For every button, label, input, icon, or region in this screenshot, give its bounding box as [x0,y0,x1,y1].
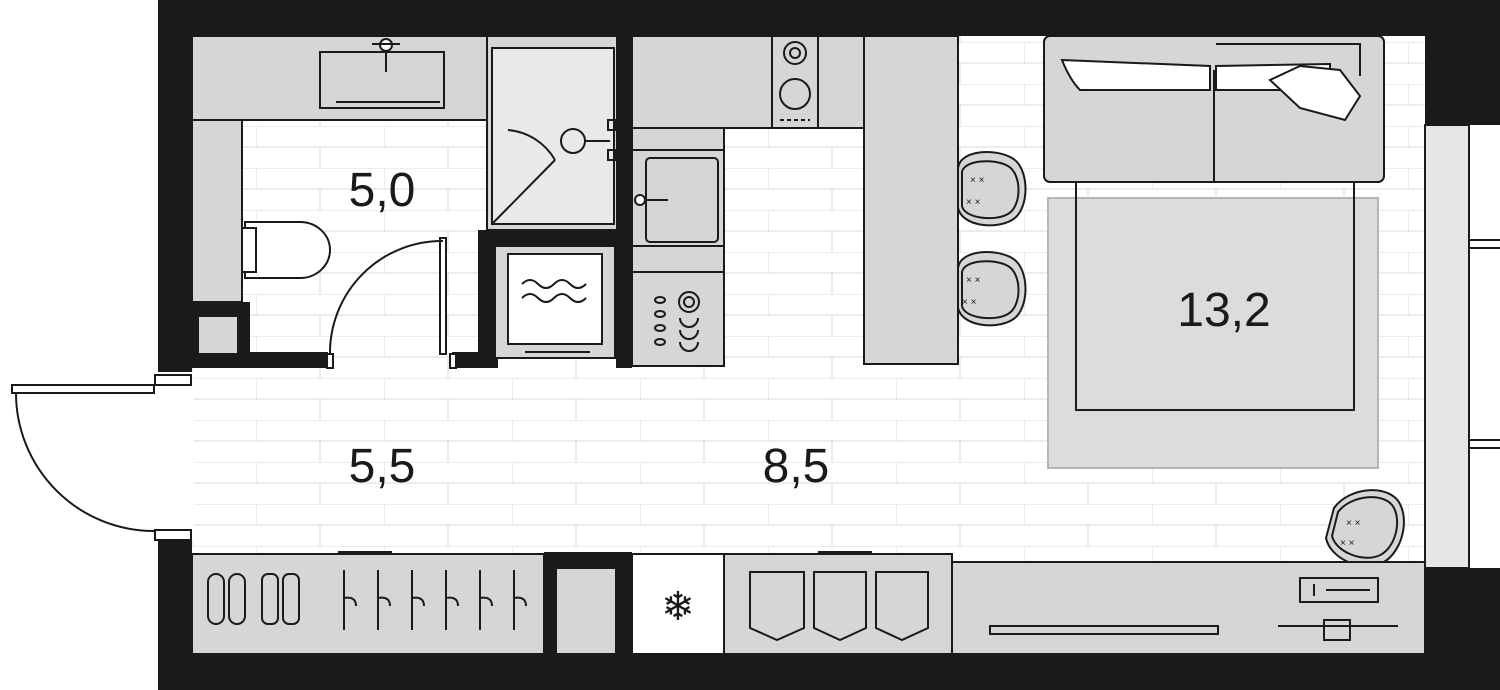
sink-icon [319,38,445,109]
kitchen: × × × × × × × × [631,35,1027,367]
window-right [1424,124,1500,569]
fridge-icon: ❄ [631,553,725,655]
armchair-icon: × × × × [1324,489,1405,568]
bar-stool-icon: × × × × [957,251,1027,327]
toilet-icon [241,221,331,279]
shoes-icon [207,573,300,625]
bar-counter [863,35,959,365]
svg-text:× ×: × × [1340,538,1355,549]
svg-text:× ×: × × [970,175,985,186]
room-area-living: 13,2 [1177,284,1270,337]
hob-icon [771,35,819,129]
svg-text:× ×: × × [966,275,981,286]
area-labels: 5,0 5,5 8,5 13,2 [349,164,1271,493]
room-area-bathroom: 5,0 [349,164,416,217]
rug [1047,197,1379,469]
shower-icon [486,35,618,231]
entrance-door [11,372,194,541]
bar-stool-icon: × × × × [957,151,1027,227]
room-area-kitchen: 8,5 [763,440,830,493]
living-area: × × × × [1043,35,1405,568]
svg-text:× ×: × × [962,297,977,308]
svg-text:❄: ❄ [661,584,695,630]
svg-text:× ×: × × [1346,518,1361,529]
room-area-hall: 5,5 [349,440,416,493]
tv-icon [989,577,1398,641]
storage-row: ❄ [191,551,1426,655]
washing-machine-icon [478,230,630,368]
hangers-icon [343,570,527,630]
bathroom [191,35,632,369]
svg-text:× ×: × × [966,197,981,208]
kitchen-sink-icon [631,149,725,247]
shirts-icon [749,571,929,642]
sofa-icon [1043,35,1385,183]
bathroom-door [326,237,457,369]
dishwasher-icon [631,271,725,367]
